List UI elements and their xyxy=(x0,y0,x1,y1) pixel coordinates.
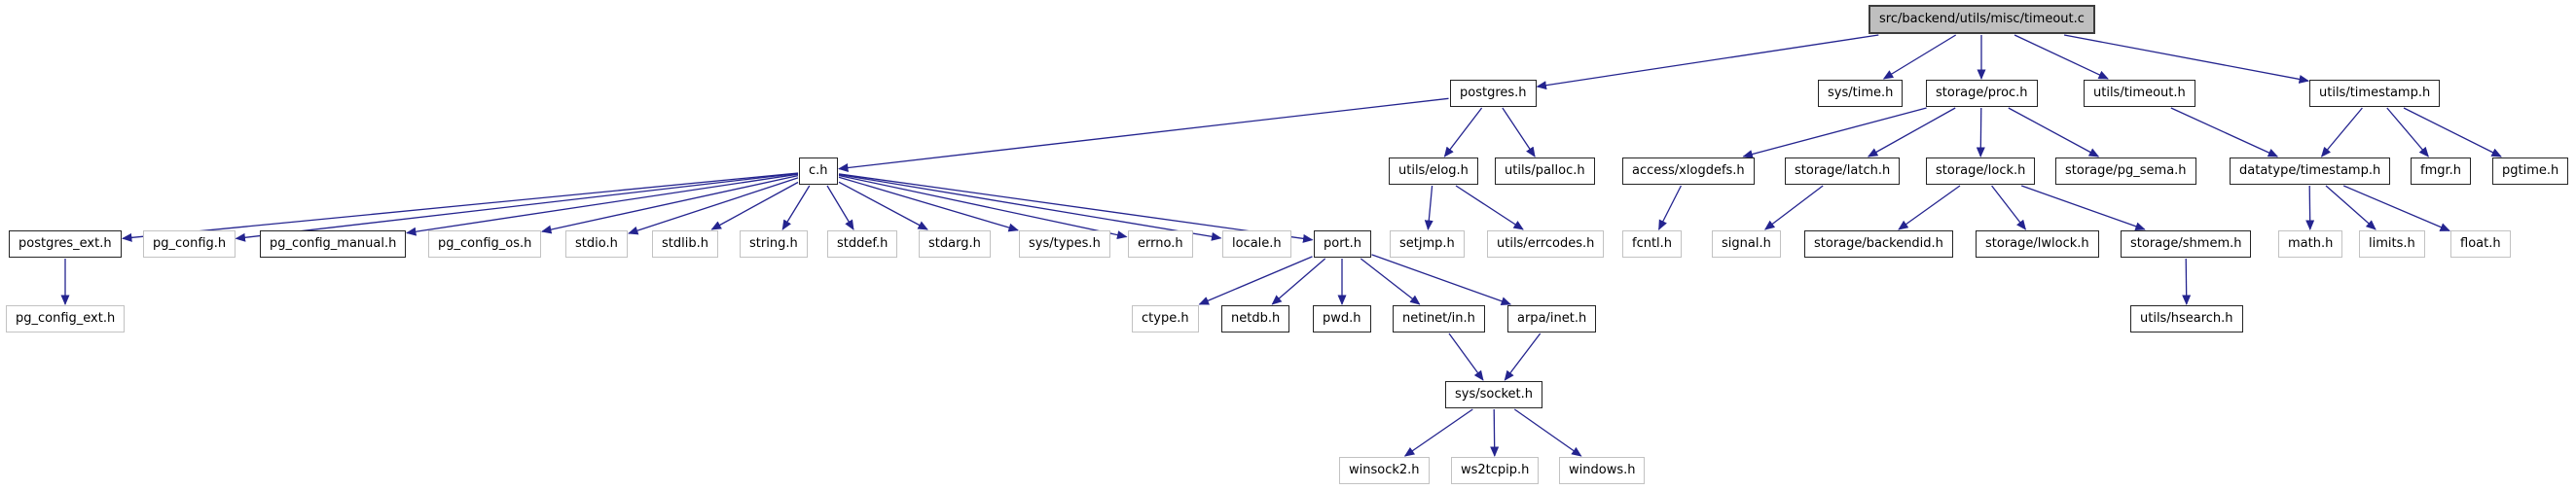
include-edge-port-h-to-netinet-in-h xyxy=(1360,258,1421,305)
graph-node-math-h: math.h xyxy=(2278,230,2343,258)
graph-node-storage-pg-sema-h[interactable]: storage/pg_sema.h xyxy=(2055,158,2196,185)
graph-node-c-h[interactable]: c.h xyxy=(799,158,838,185)
graph-node-stdio-h: stdio.h xyxy=(565,230,628,258)
graph-node-signal-h: signal.h xyxy=(1712,230,1781,258)
graph-node-stddef-h: stddef.h xyxy=(827,230,898,258)
graph-node-stdarg-h: stdarg.h xyxy=(919,230,991,258)
include-edge-utils-timestamp-h-to-datatype-timestamp-h xyxy=(2320,107,2363,158)
include-edge-utils-timeout-h-to-datatype-timestamp-h xyxy=(2170,107,2279,158)
graph-node-string-h: string.h xyxy=(740,230,808,258)
graph-node-locale-h: locale.h xyxy=(1222,230,1291,258)
include-edge-sys-socket-h-to-winsock2-h xyxy=(1403,408,1473,457)
graph-node-storage-lwlock-h[interactable]: storage/lwlock.h xyxy=(1976,230,2099,258)
graph-node-port-h[interactable]: port.h xyxy=(1314,230,1372,258)
graph-node-utils-elog-h[interactable]: utils/elog.h xyxy=(1389,158,1478,185)
graph-node-pg-config-os-h: pg_config_os.h xyxy=(428,230,542,258)
graph-node-storage-lock-h[interactable]: storage/lock.h xyxy=(1926,158,2036,185)
include-edge-storage-proc-h-to-storage-pg-sema-h xyxy=(2008,107,2100,158)
graph-node-netdb-h[interactable]: netdb.h xyxy=(1221,305,1290,332)
include-edge-c-h-to-stdarg-h xyxy=(838,181,928,230)
graph-node-access-xlogdefs-h[interactable]: access/xlogdefs.h xyxy=(1622,158,1755,185)
graph-node-storage-backendid-h[interactable]: storage/backendid.h xyxy=(1804,230,1953,258)
graph-node-netinet-in-h[interactable]: netinet/in.h xyxy=(1393,305,1485,332)
include-edge-utils-timestamp-h-to-pgtime-h xyxy=(2403,107,2502,158)
graph-node-pg-config-ext-h: pg_config_ext.h xyxy=(6,305,126,332)
include-edge-sys-socket-h-to-windows-h xyxy=(1513,408,1582,457)
include-edge-access-xlogdefs-h-to-fcntl-h xyxy=(1658,185,1682,230)
include-edge-datatype-timestamp-h-to-float-h xyxy=(2342,185,2450,231)
include-edge-c-h-to-pg-config-h xyxy=(235,172,799,242)
include-edge-c-h-to-stdio-h xyxy=(628,177,799,235)
include-edge-postgres-h-to-utils-elog-h xyxy=(1443,107,1483,158)
include-edge-port-h-to-netdb-h xyxy=(1271,258,1326,305)
graph-node-datatype-timestamp-h[interactable]: datatype/timestamp.h xyxy=(2230,158,2391,185)
include-edge-datatype-timestamp-h-to-math-h xyxy=(2305,185,2315,230)
graph-node-sys-types-h: sys/types.h xyxy=(1019,230,1110,258)
graph-node-arpa-inet-h[interactable]: arpa/inet.h xyxy=(1507,305,1597,332)
graph-node-utils-timeout-h[interactable]: utils/timeout.h xyxy=(2084,80,2195,107)
include-edge-port-h-to-ctype-h xyxy=(1198,256,1313,305)
include-edge-c-h-to-stdlib-h xyxy=(710,181,799,230)
include-edge-timeout-c-to-postgres-h xyxy=(1536,34,1879,90)
graph-node-windows-h: windows.h xyxy=(1559,457,1646,484)
include-edge-timeout-c-to-utils-timeout-h xyxy=(2014,34,2109,80)
include-edge-netinet-in-h-to-sys-socket-h xyxy=(1448,332,1484,381)
graph-node-winsock2-h: winsock2.h xyxy=(1339,457,1430,484)
include-edge-c-h-to-pg-config-os-h xyxy=(541,174,799,234)
graph-node-pg-config-manual-h[interactable]: pg_config_manual.h xyxy=(260,230,407,258)
include-edge-storage-latch-h-to-signal-h xyxy=(1764,185,1824,230)
include-edge-sys-socket-h-to-ws2tcpip-h xyxy=(1490,408,1500,457)
graph-node-setjmp-h: setjmp.h xyxy=(1390,230,1465,258)
include-edge-timeout-c-to-utils-timestamp-h xyxy=(2063,34,2309,84)
include-edge-storage-lock-h-to-storage-backendid-h xyxy=(1898,185,1961,230)
graph-node-utils-timestamp-h[interactable]: utils/timestamp.h xyxy=(2309,80,2441,107)
graph-node-sys-socket-h[interactable]: sys/socket.h xyxy=(1445,381,1543,408)
include-edge-postgres-h-to-c-h xyxy=(838,97,1449,172)
graph-node-storage-proc-h[interactable]: storage/proc.h xyxy=(1926,80,2038,107)
graph-node-storage-latch-h[interactable]: storage/latch.h xyxy=(1785,158,1901,185)
graph-node-postgres-h[interactable]: postgres.h xyxy=(1450,80,1537,107)
include-edge-postgres-h-to-utils-palloc-h xyxy=(1502,107,1536,158)
graph-node-postgres-ext-h[interactable]: postgres_ext.h xyxy=(9,230,122,258)
graph-node-pgtime-h[interactable]: pgtime.h xyxy=(2492,158,2569,185)
include-edge-storage-proc-h-to-access-xlogdefs-h xyxy=(1742,107,1927,158)
include-edge-datatype-timestamp-h-to-limits-h xyxy=(2325,185,2376,230)
graph-node-pg-config-h: pg_config.h xyxy=(143,230,236,258)
include-edge-utils-elog-h-to-utils-errcodes-h xyxy=(1455,185,1524,230)
graph-node-utils-errcodes-h: utils/errcodes.h xyxy=(1487,230,1605,258)
graph-node-fmgr-h[interactable]: fmgr.h xyxy=(2411,158,2472,185)
include-edge-timeout-c-to-sys-time-h xyxy=(1882,34,1957,80)
include-edge-c-h-to-string-h xyxy=(781,185,811,230)
include-edge-arpa-inet-h-to-sys-socket-h xyxy=(1504,332,1542,381)
include-edge-utils-elog-h-to-setjmp-h xyxy=(1424,185,1433,230)
graph-node-utils-hsearch-h[interactable]: utils/hsearch.h xyxy=(2130,305,2243,332)
include-edge-storage-proc-h-to-storage-lock-h xyxy=(1976,107,1985,158)
graph-node-stdlib-h: stdlib.h xyxy=(652,230,718,258)
include-edge-c-h-to-stddef-h xyxy=(826,185,854,230)
include-edge-c-h-to-sys-types-h xyxy=(838,176,1019,232)
graph-node-sys-time-h[interactable]: sys/time.h xyxy=(1818,80,1904,107)
graph-node-errno-h: errno.h xyxy=(1128,230,1193,258)
graph-node-storage-shmem-h[interactable]: storage/shmem.h xyxy=(2121,230,2252,258)
include-edge-port-h-to-arpa-inet-h xyxy=(1371,254,1512,306)
include-edge-c-h-to-pg-config-manual-h xyxy=(406,173,799,236)
graph-node-ctype-h: ctype.h xyxy=(1132,305,1199,332)
include-edge-c-h-to-errno-h xyxy=(838,174,1128,240)
include-edge-storage-lock-h-to-storage-lwlock-h xyxy=(1991,185,2027,230)
graph-node-float-h: float.h xyxy=(2450,230,2511,258)
graph-node-timeout-c: src/backend/utils/misc/timeout.c xyxy=(1869,5,2095,34)
graph-node-fcntl-h: fcntl.h xyxy=(1622,230,1683,258)
include-edge-storage-lock-h-to-storage-shmem-h xyxy=(2020,185,2146,231)
include-edge-c-h-to-port-h xyxy=(838,173,1314,243)
include-edge-storage-shmem-h-to-utils-hsearch-h xyxy=(2182,258,2192,305)
include-edge-storage-proc-h-to-storage-latch-h xyxy=(1867,107,1956,158)
graph-node-ws2tcpip-h: ws2tcpip.h xyxy=(1451,457,1540,484)
include-edge-c-h-to-postgres-ext-h xyxy=(122,172,799,242)
include-edge-utils-timestamp-h-to-fmgr-h xyxy=(2386,107,2429,158)
graph-node-pwd-h[interactable]: pwd.h xyxy=(1313,305,1371,332)
graph-node-utils-palloc-h[interactable]: utils/palloc.h xyxy=(1495,158,1595,185)
include-edge-c-h-to-locale-h xyxy=(838,173,1222,241)
graph-node-limits-h: limits.h xyxy=(2359,230,2425,258)
